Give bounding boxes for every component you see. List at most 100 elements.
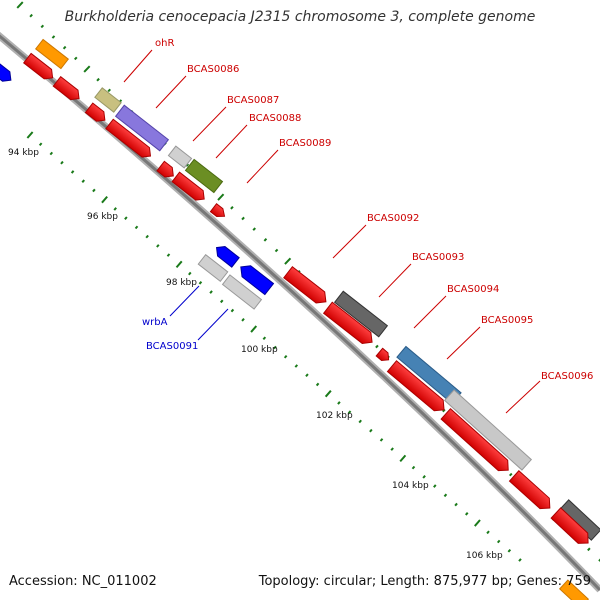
minor-tick — [60, 160, 64, 165]
major-tick — [26, 131, 34, 139]
label-ohR[interactable]: ohR — [155, 38, 174, 49]
minor-tick — [156, 244, 160, 248]
label-BCAS0091[interactable]: BCAS0091 — [146, 341, 198, 352]
label-BCAS0093[interactable]: BCAS0093 — [412, 252, 464, 263]
minor-tick — [486, 530, 490, 535]
minor-tick — [347, 410, 352, 414]
major-tick — [250, 325, 258, 333]
major-tick — [101, 195, 108, 204]
gene-arrow[interactable] — [440, 407, 513, 476]
minor-tick — [315, 382, 320, 387]
minor-tick — [283, 354, 288, 359]
gene-box-BCAS0091[interactable] — [221, 274, 263, 310]
major-tick — [474, 519, 481, 527]
minor-tick — [40, 24, 45, 29]
minor-tick — [107, 88, 111, 93]
minor-tick — [185, 163, 190, 167]
label-BCAS0088[interactable]: BCAS0088 — [249, 113, 301, 124]
gene-labels: ohR BCAS0086 BCAS0087 BCAS0088 BCAS0089 … — [142, 38, 593, 382]
minor-tick — [38, 142, 43, 147]
gene-arrow[interactable] — [237, 261, 275, 296]
minor-tick — [443, 493, 448, 498]
minor-tick — [273, 345, 277, 350]
minor-tick — [379, 438, 384, 442]
gene-arrow[interactable] — [283, 266, 330, 308]
minor-tick — [209, 290, 213, 294]
minor-tick — [145, 234, 149, 239]
minor-tick — [230, 206, 234, 210]
gene-arrow[interactable] — [209, 203, 227, 220]
major-tick — [217, 193, 225, 201]
gene-box-BCAS0088[interactable] — [184, 158, 224, 194]
major-tick — [16, 1, 24, 9]
scale-label: 94 kbp — [8, 148, 39, 158]
minor-tick — [220, 299, 224, 304]
gene-box[interactable] — [167, 145, 193, 169]
minor-tick — [113, 207, 117, 211]
label-BCAS0092[interactable]: BCAS0092 — [367, 213, 419, 224]
gene-box-wrbA[interactable] — [197, 253, 229, 283]
reverse-strand-genes — [34, 38, 600, 600]
gene-arrow[interactable] — [322, 301, 377, 348]
minor-tick — [454, 502, 458, 507]
gene-box[interactable] — [94, 87, 122, 113]
minor-tick — [166, 253, 171, 257]
gene-arrow[interactable] — [213, 243, 240, 268]
gene-arrow[interactable] — [550, 507, 593, 548]
minor-tick — [241, 216, 245, 221]
label-BCAS0087[interactable]: BCAS0087 — [227, 95, 279, 106]
gene-arrow[interactable] — [508, 470, 554, 514]
minor-tick — [337, 401, 341, 405]
minor-tick — [188, 271, 192, 276]
gene-arrow[interactable] — [22, 52, 57, 82]
minor-tick — [433, 484, 437, 488]
scale-labels: 94 kbp 96 kbp 98 kbp 100 kbp 102 kbp 104… — [8, 148, 503, 561]
gene-box-BCAS0086[interactable] — [114, 104, 170, 152]
gene-arrow[interactable] — [105, 118, 154, 160]
tick-track-inner — [26, 131, 522, 562]
gene-box-BCAS0095[interactable] — [443, 389, 533, 471]
label-BCAS0095[interactable]: BCAS0095 — [481, 315, 533, 326]
minor-tick — [134, 225, 139, 230]
gene-box[interactable] — [34, 38, 70, 70]
minor-tick — [598, 558, 600, 562]
inner-genes — [0, 62, 275, 310]
label-BCAS0096[interactable]: BCAS0096 — [541, 371, 593, 382]
minor-tick — [96, 77, 100, 82]
gene-arrow[interactable] — [84, 102, 108, 125]
label-BCAS0086[interactable]: BCAS0086 — [187, 64, 239, 75]
scale-label: 102 kbp — [316, 411, 353, 421]
gene-arrow[interactable] — [375, 347, 392, 363]
minor-tick — [509, 472, 513, 477]
gene-arrow[interactable] — [52, 75, 82, 104]
major-tick — [399, 454, 407, 463]
major-tick — [175, 260, 183, 269]
gene-arrow[interactable] — [386, 360, 448, 415]
minor-tick — [369, 428, 373, 433]
gene-box[interactable] — [558, 579, 590, 600]
minor-tick — [49, 151, 54, 156]
minor-tick — [358, 419, 362, 424]
label-BCAS0089[interactable]: BCAS0089 — [279, 138, 331, 149]
accession-text: Accession: NC_011002 — [9, 574, 157, 589]
minor-tick — [375, 344, 379, 349]
minor-tick — [507, 548, 512, 553]
gene-arrow[interactable] — [0, 62, 15, 85]
major-tick — [324, 390, 332, 398]
gene-arrow[interactable] — [156, 160, 177, 180]
gene-box-BCAS0093[interactable] — [333, 290, 389, 338]
gene-arrow[interactable] — [171, 171, 208, 204]
minor-tick — [294, 364, 299, 368]
minor-tick — [518, 558, 522, 562]
minor-tick — [263, 238, 268, 242]
minor-tick — [241, 317, 245, 322]
minor-tick — [305, 373, 309, 378]
label-BCAS0094[interactable]: BCAS0094 — [447, 284, 499, 295]
label-wrbA[interactable]: wrbA — [142, 317, 168, 328]
topology-text: Topology: circular; Length: 875,977 bp; … — [258, 574, 591, 589]
major-tick — [284, 257, 292, 265]
minor-tick — [92, 188, 96, 193]
minor-tick — [274, 248, 279, 253]
minor-tick — [29, 13, 33, 18]
forward-strand-genes — [22, 52, 593, 548]
